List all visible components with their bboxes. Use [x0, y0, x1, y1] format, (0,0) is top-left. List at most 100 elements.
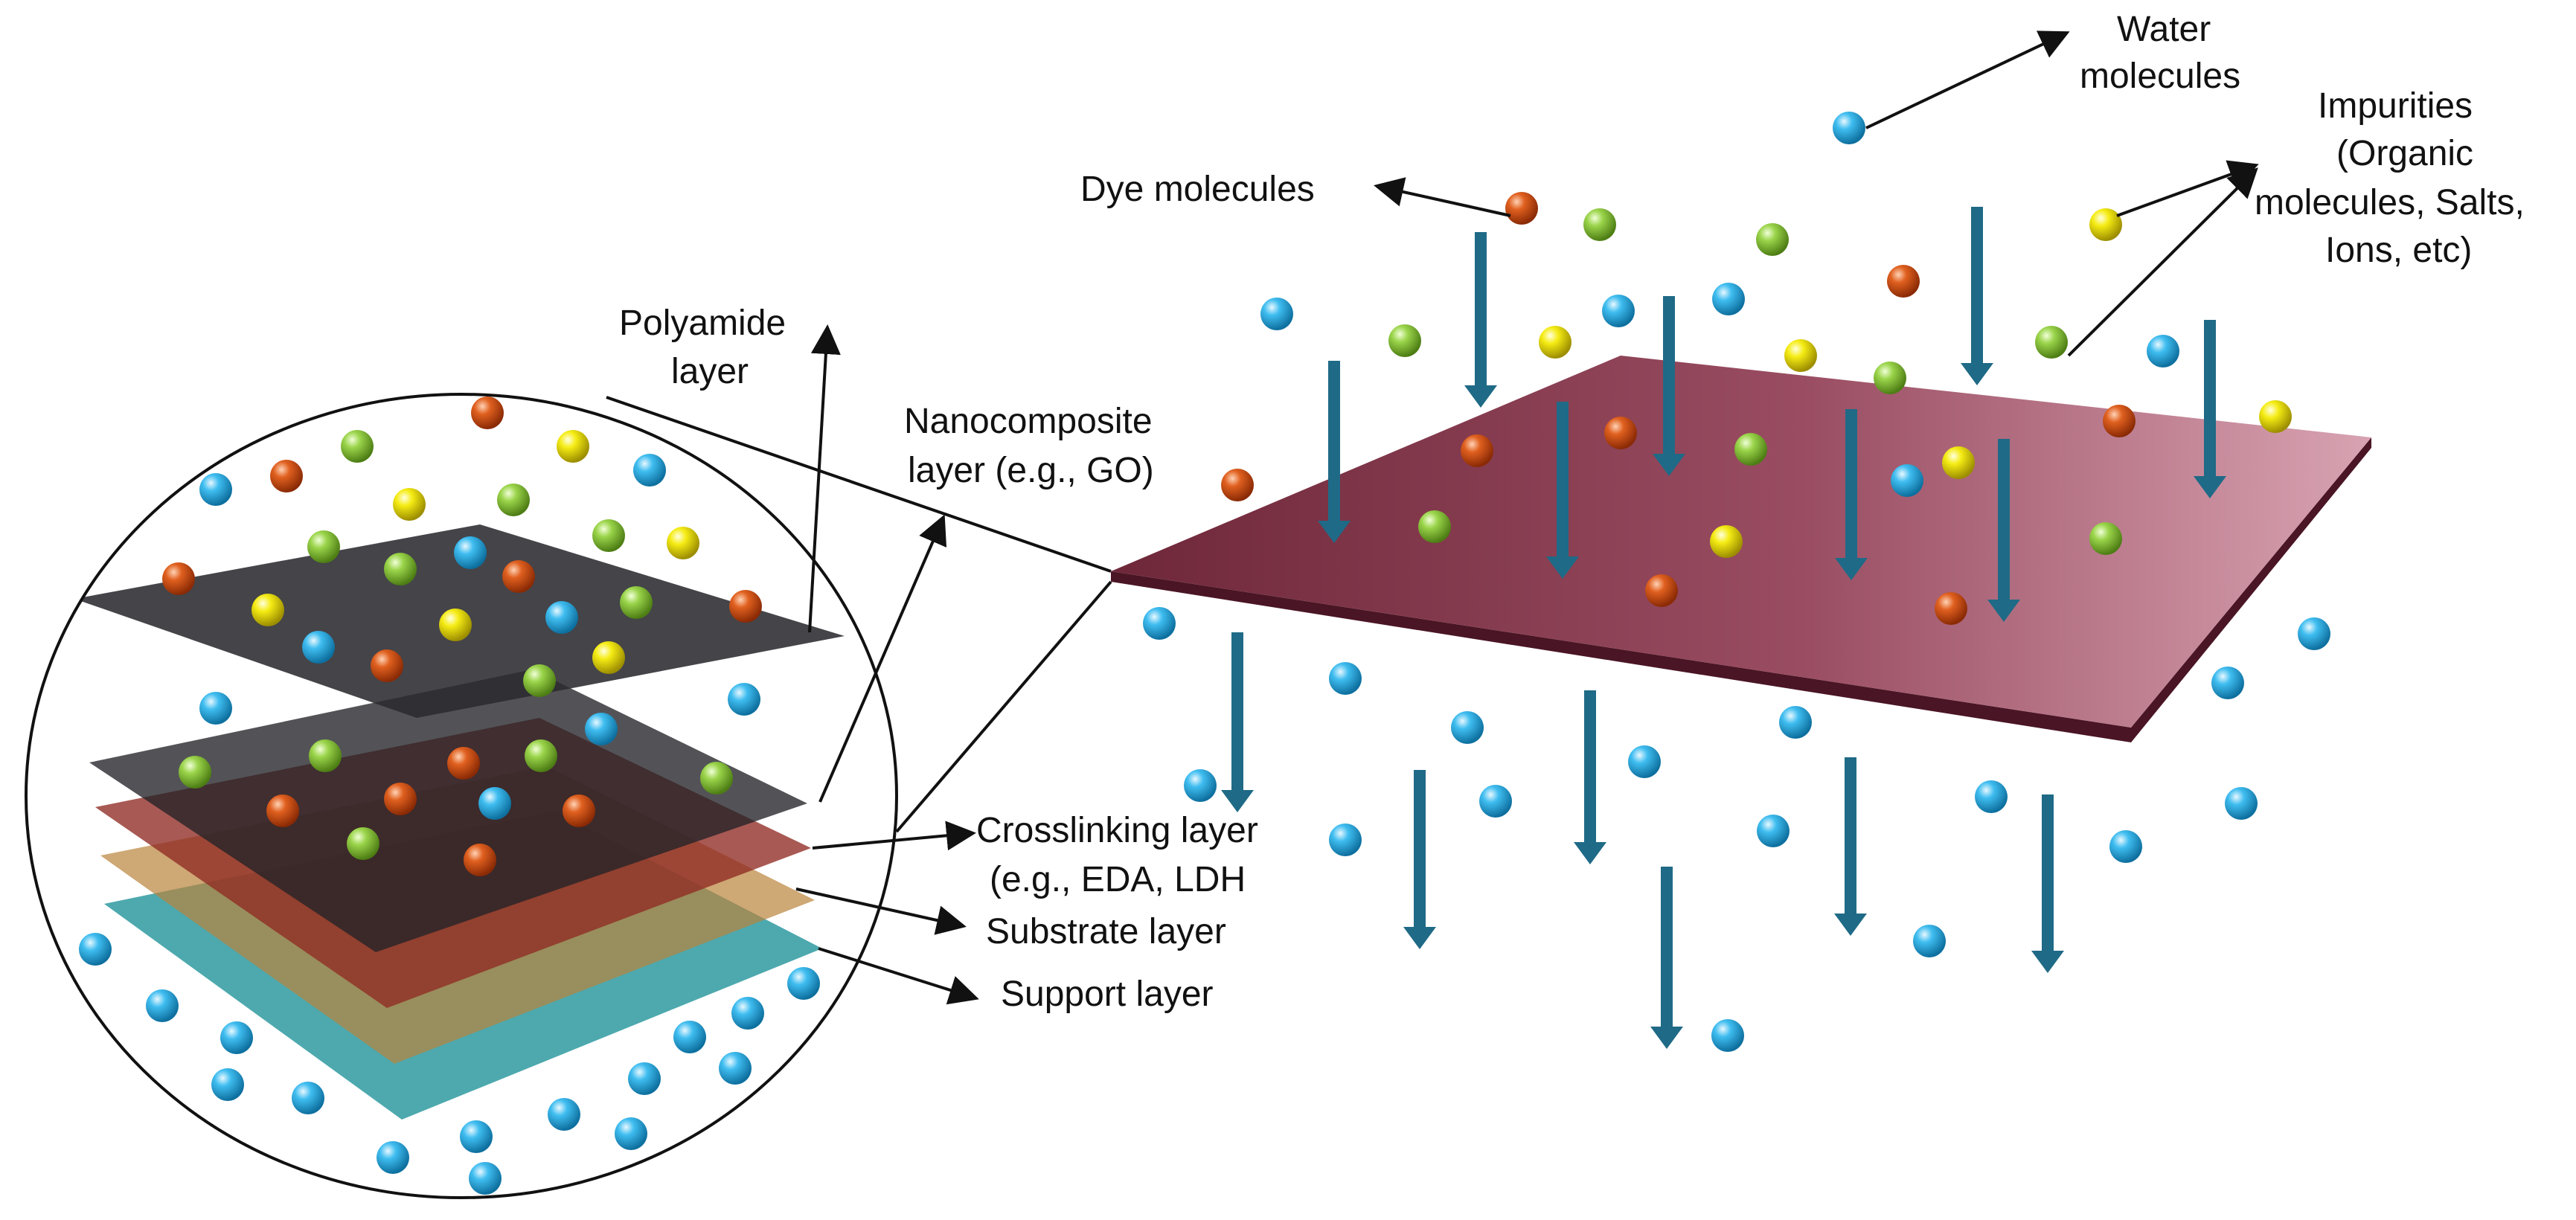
water-arrow — [1865, 30, 2070, 129]
flow-arrow — [1834, 757, 1867, 936]
flow-arrow — [1464, 232, 1497, 408]
organic-impurity-molecule — [341, 430, 374, 463]
salt-ion-impurity-molecule — [557, 430, 589, 463]
organic-impurity-molecule — [700, 762, 733, 794]
flow-arrow — [2194, 320, 2226, 498]
zoom-line-top — [606, 396, 1112, 573]
water-label-line1: Water — [2117, 10, 2211, 49]
dye-molecule — [563, 794, 595, 827]
water-label-line2: molecules — [2080, 57, 2240, 96]
water-molecule — [1833, 112, 1865, 144]
water-molecule — [1260, 298, 1293, 330]
label-arrows — [795, 30, 2259, 1005]
water-molecule — [1329, 662, 1362, 695]
organic-impurity-molecule — [309, 739, 342, 772]
organic-impurity-molecule — [179, 756, 211, 789]
dye-molecule — [270, 460, 303, 492]
water-molecule — [1757, 815, 1790, 847]
magnified-view — [25, 393, 1112, 1199]
water-molecule — [2147, 335, 2179, 367]
water-molecule — [1711, 1019, 1744, 1052]
organic-impurity-molecule — [525, 739, 557, 772]
water-molecule — [1479, 785, 1512, 818]
salt-ion-impurity-molecule — [2259, 400, 2292, 433]
salt-ion-impurity-molecule — [393, 488, 426, 521]
substrate-label: Substrate layer — [986, 912, 1226, 951]
dye-molecule — [447, 747, 480, 780]
water-molecule — [478, 787, 511, 820]
flow-arrow — [1653, 296, 1685, 476]
water-molecule — [460, 1120, 493, 1153]
dye-label: Dye molecules — [1080, 170, 1315, 209]
organic-impurity-molecule — [1583, 208, 1616, 241]
water-molecule — [731, 997, 764, 1030]
nanocomposite-layer — [89, 670, 807, 952]
salt-ion-impurity-molecule — [1539, 326, 1571, 359]
salt-ion-impurity-molecule — [1710, 525, 1743, 558]
dye-molecule — [1221, 469, 1254, 501]
dye-molecule — [162, 562, 195, 595]
water-molecule — [2298, 617, 2330, 650]
water-molecule — [1184, 769, 1217, 802]
magnified-molecules — [79, 396, 820, 1195]
water-molecule — [628, 1062, 661, 1095]
flow-arrow — [1650, 867, 1683, 1049]
impurities-label-line1: Impurities — [2318, 86, 2473, 126]
water-molecule — [719, 1052, 752, 1085]
dye-molecule — [471, 396, 504, 429]
flow-arrow — [1221, 632, 1254, 812]
flow-arrow — [1403, 770, 1436, 949]
organic-impurity-molecule — [497, 484, 530, 516]
dye-molecule — [1645, 574, 1678, 607]
water-molecule — [615, 1117, 647, 1150]
water-molecule — [211, 1068, 244, 1101]
organic-impurity-molecule — [592, 519, 625, 552]
water-molecule — [1712, 283, 1745, 315]
dye-molecule — [729, 590, 762, 623]
water-molecule — [199, 692, 232, 725]
crosslinking-label-line2: (e.g., EDA, LDH — [990, 860, 1246, 899]
water-molecule — [199, 473, 232, 506]
water-molecule — [2109, 830, 2142, 863]
water-molecule — [302, 631, 335, 664]
flow-arrow — [1318, 361, 1351, 543]
water-molecule — [1329, 824, 1362, 856]
impurities-label-line2: (Organic — [2336, 134, 2473, 173]
support-arrow — [818, 947, 979, 1005]
substrate-arrow — [795, 887, 967, 935]
water-molecule — [545, 601, 578, 634]
dye-molecule — [1505, 192, 1538, 225]
water-molecule — [633, 454, 666, 487]
salt-ion-impurity-molecule — [251, 594, 284, 626]
feed-and-permeate-molecules — [1143, 112, 2330, 1052]
crosslinking-arrow — [812, 821, 976, 851]
dye-molecule — [1461, 434, 1493, 467]
dye-molecule — [384, 783, 417, 815]
flow-arrow — [1574, 690, 1606, 864]
polyamide-arrow — [808, 324, 841, 633]
support-label: Support layer — [1001, 975, 1214, 1014]
organic-impurity-molecule — [523, 664, 556, 697]
salt-ion-impurity-molecule — [2089, 208, 2122, 241]
salt-ion-impurity-molecule — [1942, 446, 1975, 479]
impurity-arrow-organic — [2067, 167, 2258, 357]
water-molecule — [1975, 780, 2008, 813]
dye-molecule — [1604, 417, 1637, 449]
impurities-label-line4: Ions, etc) — [2325, 231, 2472, 270]
water-molecule — [1913, 925, 1946, 957]
zoom-line-bottom — [895, 580, 1112, 833]
water-molecule — [1779, 706, 1812, 739]
salt-ion-impurity-molecule — [592, 641, 625, 674]
flow-arrows — [1221, 207, 2226, 1049]
flow-arrow — [1546, 402, 1579, 579]
water-molecule — [220, 1021, 253, 1054]
water-molecule — [292, 1082, 324, 1114]
organic-impurity-molecule — [1388, 324, 1421, 357]
water-molecule — [1602, 295, 1635, 327]
flow-arrow — [1961, 207, 1993, 385]
water-molecule — [1891, 464, 1923, 497]
flow-arrow — [2031, 794, 2064, 973]
dye-molecule — [1935, 592, 1967, 625]
